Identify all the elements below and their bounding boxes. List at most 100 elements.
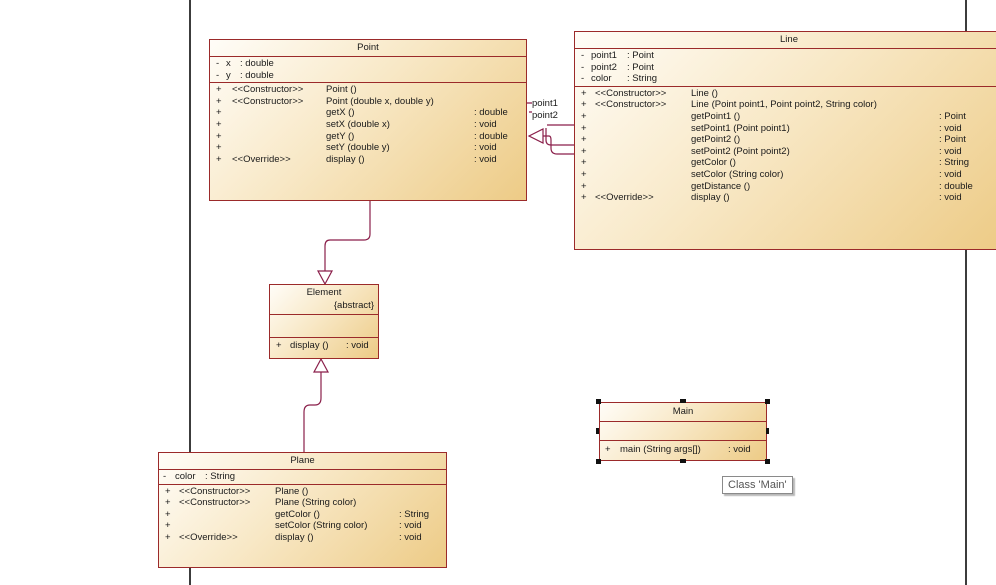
return-type: : double bbox=[474, 130, 508, 142]
visibility: + bbox=[581, 180, 587, 192]
association-point1[interactable] bbox=[527, 102, 574, 126]
operation-row[interactable]: +<<Constructor>>Plane (String color) bbox=[159, 497, 446, 509]
class-line[interactable]: Line -point1: Point -point2: Point -colo… bbox=[574, 31, 996, 250]
association-point2[interactable] bbox=[545, 128, 574, 146]
operation-signature: getPoint1 () bbox=[691, 110, 741, 122]
stereotype: <<Override>> bbox=[179, 531, 238, 543]
operation-row[interactable]: +<<Constructor>>Point (double x, double … bbox=[210, 96, 526, 108]
attributes-compartment: -color: String bbox=[159, 470, 446, 485]
return-type: : Point bbox=[939, 134, 966, 146]
operation-row[interactable]: +setColor (String color): void bbox=[159, 520, 446, 532]
attribute-type: : Point bbox=[627, 61, 654, 73]
operation-row[interactable]: +getColor (): String bbox=[159, 509, 446, 521]
generalization-point-element[interactable] bbox=[324, 200, 371, 272]
return-type: : void bbox=[728, 444, 751, 455]
class-name: Main bbox=[600, 403, 766, 422]
operation-signature: Plane () bbox=[275, 485, 309, 497]
attribute-row[interactable]: -color: String bbox=[575, 73, 996, 85]
resize-handle-left[interactable] bbox=[596, 428, 599, 434]
class-point[interactable]: Point -x: double -y: double +<<Construct… bbox=[209, 39, 527, 201]
stereotype: <<Constructor>> bbox=[595, 99, 667, 111]
operation-signature: setY (double y) bbox=[326, 142, 390, 154]
resize-handle-top-right[interactable] bbox=[765, 399, 770, 404]
visibility: - bbox=[216, 69, 220, 81]
return-type: : void bbox=[939, 145, 962, 157]
visibility: + bbox=[216, 118, 222, 130]
return-type: : void bbox=[474, 118, 497, 130]
operation-row[interactable]: +setPoint1 (Point point1): void bbox=[575, 123, 996, 135]
visibility: + bbox=[581, 157, 587, 169]
operation-row[interactable]: +<<Override>>display (): void bbox=[159, 532, 446, 544]
generalization-plane-element[interactable] bbox=[303, 372, 322, 452]
operation-row[interactable]: +setPoint2 (Point point2): void bbox=[575, 146, 996, 158]
resize-handle-top[interactable] bbox=[680, 399, 686, 403]
class-name: Point bbox=[210, 40, 526, 57]
attribute-row[interactable]: -y: double bbox=[210, 70, 526, 82]
visibility: + bbox=[581, 110, 587, 122]
class-element[interactable]: Element {abstract} + display () : void bbox=[269, 284, 379, 359]
attribute-row[interactable]: -color: String bbox=[159, 471, 446, 483]
attribute-name: point2 bbox=[591, 61, 617, 73]
attribute-row[interactable]: -x: double bbox=[210, 58, 526, 70]
operation-row[interactable]: +setX (double x): void bbox=[210, 119, 526, 131]
visibility: + bbox=[581, 122, 587, 134]
visibility: + bbox=[581, 134, 587, 146]
attributes-compartment bbox=[600, 422, 766, 441]
visibility: + bbox=[581, 145, 587, 157]
visibility: + bbox=[165, 485, 171, 497]
operation-signature: getColor () bbox=[275, 508, 320, 520]
visibility: + bbox=[165, 520, 171, 532]
stereotype: <<Constructor>> bbox=[232, 95, 304, 107]
operation-row[interactable]: +setColor (String color): void bbox=[575, 169, 996, 181]
operation-row[interactable]: +getX (): double bbox=[210, 107, 526, 119]
resize-handle-bottom-right[interactable] bbox=[765, 459, 770, 464]
operation-signature: setColor (String color) bbox=[691, 168, 784, 180]
resize-handle-top-left[interactable] bbox=[596, 399, 601, 404]
operation-row[interactable]: +<<Constructor>>Point () bbox=[210, 84, 526, 96]
operation-row[interactable]: +getDistance (): double bbox=[575, 181, 996, 193]
role-label-point2: point2 bbox=[532, 110, 558, 121]
return-type: : void bbox=[399, 520, 422, 532]
operation-row[interactable]: + display () : void bbox=[270, 340, 378, 352]
visibility: + bbox=[165, 508, 171, 520]
class-plane[interactable]: Plane -color: String +<<Constructor>>Pla… bbox=[158, 452, 447, 568]
stereotype: <<Constructor>> bbox=[179, 485, 251, 497]
visibility: + bbox=[216, 142, 222, 154]
resize-handle-right[interactable] bbox=[766, 428, 769, 434]
attribute-name: color bbox=[175, 471, 196, 482]
operation-row[interactable]: +getColor (): String bbox=[575, 157, 996, 169]
operation-row[interactable]: + getY () : double bbox=[210, 131, 526, 143]
operation-row[interactable]: +getPoint1 (): Point bbox=[575, 111, 996, 123]
operation-row[interactable]: +<<Override>>display (): void bbox=[575, 192, 996, 204]
operation-signature: Point () bbox=[326, 84, 357, 96]
operation-signature: Line () bbox=[691, 87, 718, 99]
operation-row[interactable]: + <<Constructor>> Plane () bbox=[159, 486, 446, 498]
operation-signature: display () bbox=[691, 192, 730, 204]
operations-compartment: + <<Constructor>> Plane ()+<<Constructor>>… bbox=[159, 485, 446, 545]
visibility: + bbox=[581, 192, 587, 204]
page-boundary-right bbox=[965, 0, 967, 585]
attributes-compartment: -point1: Point -point2: Point -color: St… bbox=[575, 49, 996, 87]
attribute-row[interactable]: -point2: Point bbox=[575, 62, 996, 74]
operation-signature: Point (double x, double y) bbox=[326, 95, 434, 107]
return-type: : String bbox=[939, 157, 970, 169]
operation-row[interactable]: +setY (double y): void bbox=[210, 142, 526, 154]
visibility: + bbox=[581, 168, 587, 180]
operation-row[interactable]: +getPoint2 (): Point bbox=[575, 134, 996, 146]
stereotype: <<Constructor>> bbox=[595, 87, 667, 99]
operation-signature: getY () bbox=[326, 130, 355, 142]
operation-row[interactable]: +<<Constructor>>Line () bbox=[575, 88, 996, 100]
generalization-line-point[interactable] bbox=[543, 135, 574, 155]
resize-handle-bottom-left[interactable] bbox=[596, 459, 601, 464]
return-type: : double bbox=[939, 180, 973, 192]
operation-row[interactable]: + main (String args[]) : void bbox=[600, 444, 766, 456]
attribute-type: : Point bbox=[627, 50, 654, 61]
visibility: + bbox=[276, 340, 282, 351]
attribute-row[interactable]: -point1: Point bbox=[575, 50, 996, 62]
operation-row[interactable]: +<<Constructor>>Line (Point point1, Poin… bbox=[575, 99, 996, 111]
operation-row[interactable]: +<<Override>>display (): void bbox=[210, 154, 526, 166]
stereotype: <<Constructor>> bbox=[232, 84, 304, 96]
resize-handle-bottom[interactable] bbox=[680, 459, 686, 463]
class-main[interactable]: Main + main (String args[]) : void bbox=[599, 402, 767, 461]
visibility: + bbox=[216, 130, 222, 142]
